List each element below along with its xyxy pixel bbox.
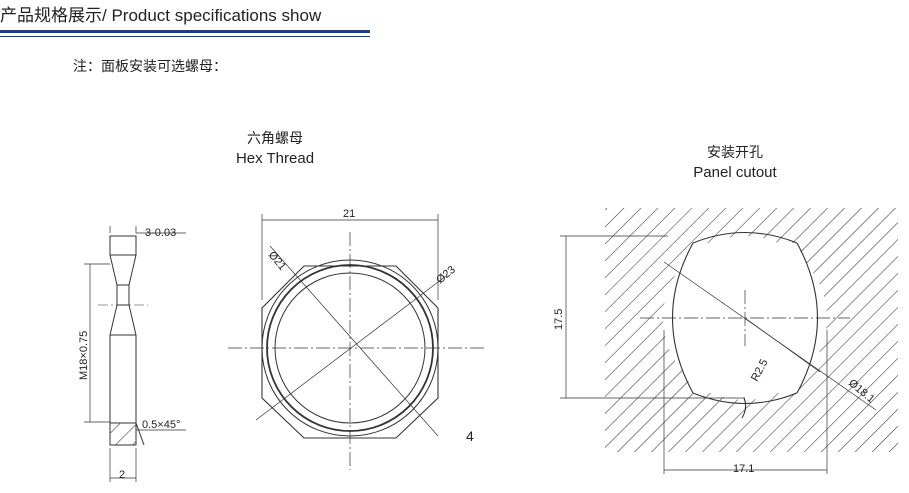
hex-nut-front [228,214,484,470]
hex-caption-zh: 六角螺母 [247,131,303,147]
title-zh: 产品规格展示 [0,6,102,26]
dim-thread: M18×0.75 [78,331,90,380]
note-text: 注：面板安装可选螺母： [73,59,227,75]
dim-base: 2 [119,469,125,481]
nut-section-hatch [109,422,137,446]
panel-cutout-caption: 安装开孔 Panel cutout [660,144,810,182]
hex-thread-caption: 六角螺母 Hex Thread [200,130,350,168]
hex-caption-en: Hex Thread [235,150,315,167]
panel-caption-en: Panel cutout [693,164,777,181]
header-rule-thick [0,30,370,33]
title-en: / Product specifications show [102,6,322,25]
dim-cutout-height: 17.5 [553,309,565,330]
dim-thickness: 3-0.03 [145,227,176,239]
dim-width: 21 [343,208,355,220]
dim-chamfer: 0.5×45° [142,419,180,431]
panel-caption-zh: 安装开孔 [707,145,763,161]
dim-inner-diameter: Ø21 [266,249,289,273]
dim-cutout-width: 17.1 [733,463,754,475]
page-title: 产品规格展示/ Product specifications show [0,1,321,26]
page-number: 4 [466,428,474,444]
panel-cutout-drawing [560,208,898,474]
page-header: 产品规格展示/ Product specifications show [0,0,909,40]
header-rule-thin [0,36,370,37]
nut-side-view [84,226,186,482]
